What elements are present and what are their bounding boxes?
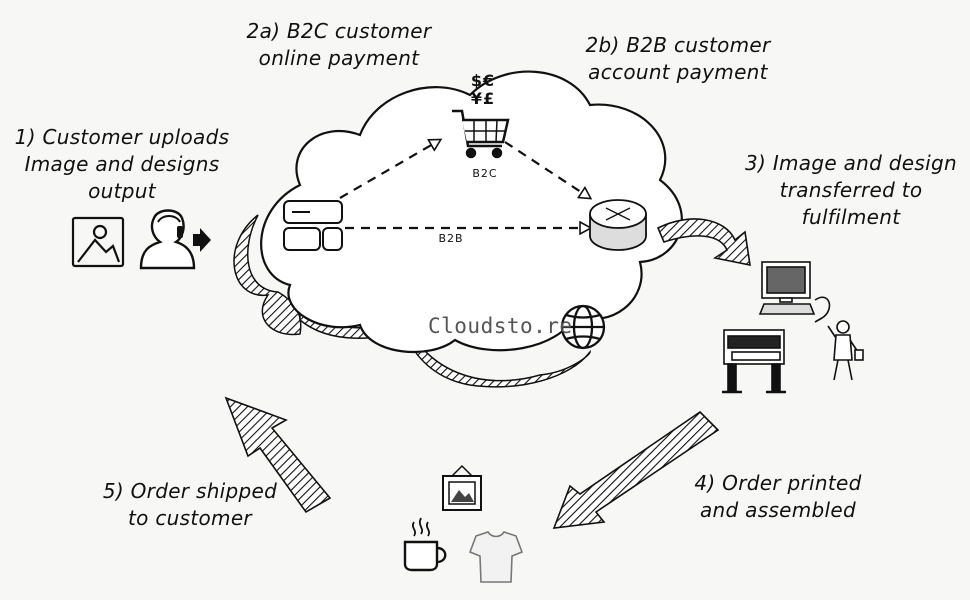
mug-icon bbox=[403, 517, 447, 572]
step-5-shipped-label: 5) Order shipped to customer bbox=[102, 479, 278, 530]
cloud-outline bbox=[260, 70, 683, 354]
computer-icon bbox=[758, 261, 831, 323]
b2c-arrow-to-router bbox=[504, 141, 590, 198]
image-icon bbox=[71, 216, 125, 268]
globe-icon bbox=[560, 304, 606, 350]
shopping-cart-icon bbox=[452, 109, 510, 159]
framed-picture-icon bbox=[442, 464, 482, 511]
ship-arrow bbox=[224, 396, 332, 514]
b2c-label: B2C bbox=[472, 167, 498, 180]
tshirt-icon bbox=[468, 531, 524, 583]
worker-icon bbox=[827, 320, 864, 381]
step-2a-b2c-label: 2a) B2C customer online payment bbox=[246, 19, 432, 70]
cloud-shadow bbox=[233, 214, 302, 336]
step-2b-b2b-label: 2b) B2B customer account payment bbox=[585, 33, 771, 84]
currency-top: $€ bbox=[470, 71, 496, 90]
router-icon bbox=[589, 199, 647, 251]
b2c-arrow-to-cart bbox=[339, 140, 440, 199]
b2b-label: B2B bbox=[438, 232, 464, 245]
large-format-printer-icon bbox=[722, 329, 786, 394]
step-4-printed-label: 4) Order printed and assembled bbox=[694, 471, 862, 522]
web-form-icon bbox=[283, 200, 343, 251]
fulfilment-arrow bbox=[656, 218, 751, 267]
print-arrow bbox=[552, 410, 720, 529]
step-3-transfer-label: 3) Image and design transferred to fulfi… bbox=[745, 151, 957, 229]
currency-bottom: ¥£ bbox=[470, 89, 496, 108]
brand-label: Cloudsto.re bbox=[428, 314, 573, 338]
customer-upload-icon bbox=[139, 209, 211, 270]
step-1-upload-label: 1) Customer uploads Image and designs ou… bbox=[14, 125, 230, 203]
